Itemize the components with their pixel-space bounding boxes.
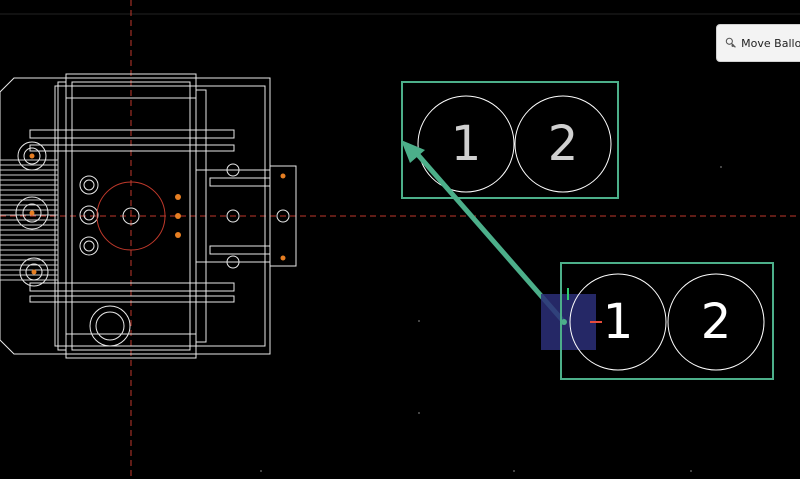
bearing-inner — [23, 147, 41, 165]
balloon-number: 2 — [701, 294, 732, 350]
balloon-number: 1 — [603, 294, 634, 350]
bolt — [276, 209, 290, 223]
balloon-group-preview[interactable]: 1 2 — [541, 262, 774, 380]
bearing — [17, 141, 47, 171]
hole — [79, 205, 99, 225]
balloon-selection-frame — [401, 81, 619, 199]
bearing-inner — [25, 263, 43, 281]
guide-bar — [29, 129, 235, 139]
move-balloon-tooltip: Move Balloon — [716, 24, 800, 62]
end-plate — [269, 165, 297, 267]
hole — [79, 175, 99, 195]
gear-inner — [95, 311, 125, 341]
bracket-bar — [209, 245, 271, 255]
hatch-region — [0, 159, 59, 281]
bracket-bar — [209, 177, 271, 187]
balloon-circle[interactable] — [514, 95, 612, 193]
gear — [89, 305, 131, 347]
central-disc — [96, 181, 166, 251]
bolt — [226, 255, 240, 269]
guide-bar — [29, 282, 235, 292]
balloon-circle[interactable] — [569, 273, 667, 371]
move-drag-arrow — [401, 140, 567, 325]
tooltip-label: Move Balloon — [741, 36, 800, 50]
bolt — [226, 163, 240, 177]
housing-inner — [54, 85, 266, 347]
hole-inner — [83, 179, 95, 191]
hole — [79, 236, 99, 256]
balloon-group-original[interactable]: 1 2 — [401, 81, 619, 199]
balloon-selection-frame — [560, 262, 774, 380]
hole-inner — [83, 209, 95, 221]
balloon-number: 2 — [548, 116, 579, 172]
bearing-inner — [22, 203, 42, 223]
hole-inner — [83, 240, 95, 252]
balloon-circle[interactable] — [667, 273, 765, 371]
balloon-circle[interactable] — [417, 95, 515, 193]
move-cursor-icon[interactable] — [561, 319, 567, 325]
hole-markers — [29, 153, 286, 275]
main-block-inner — [71, 81, 191, 351]
grid-dots — [260, 166, 722, 472]
bearing — [19, 257, 49, 287]
balloon-number: 1 — [451, 116, 482, 172]
central-bore — [122, 207, 140, 225]
origin-highlight — [541, 294, 596, 350]
guide-bar — [29, 144, 235, 152]
guide-bar — [29, 295, 235, 303]
assembly-part[interactable] — [0, 73, 297, 359]
bolt — [226, 209, 240, 223]
bearing — [15, 196, 49, 230]
balloon-move-icon — [725, 37, 736, 48]
housing-outline — [0, 77, 271, 355]
